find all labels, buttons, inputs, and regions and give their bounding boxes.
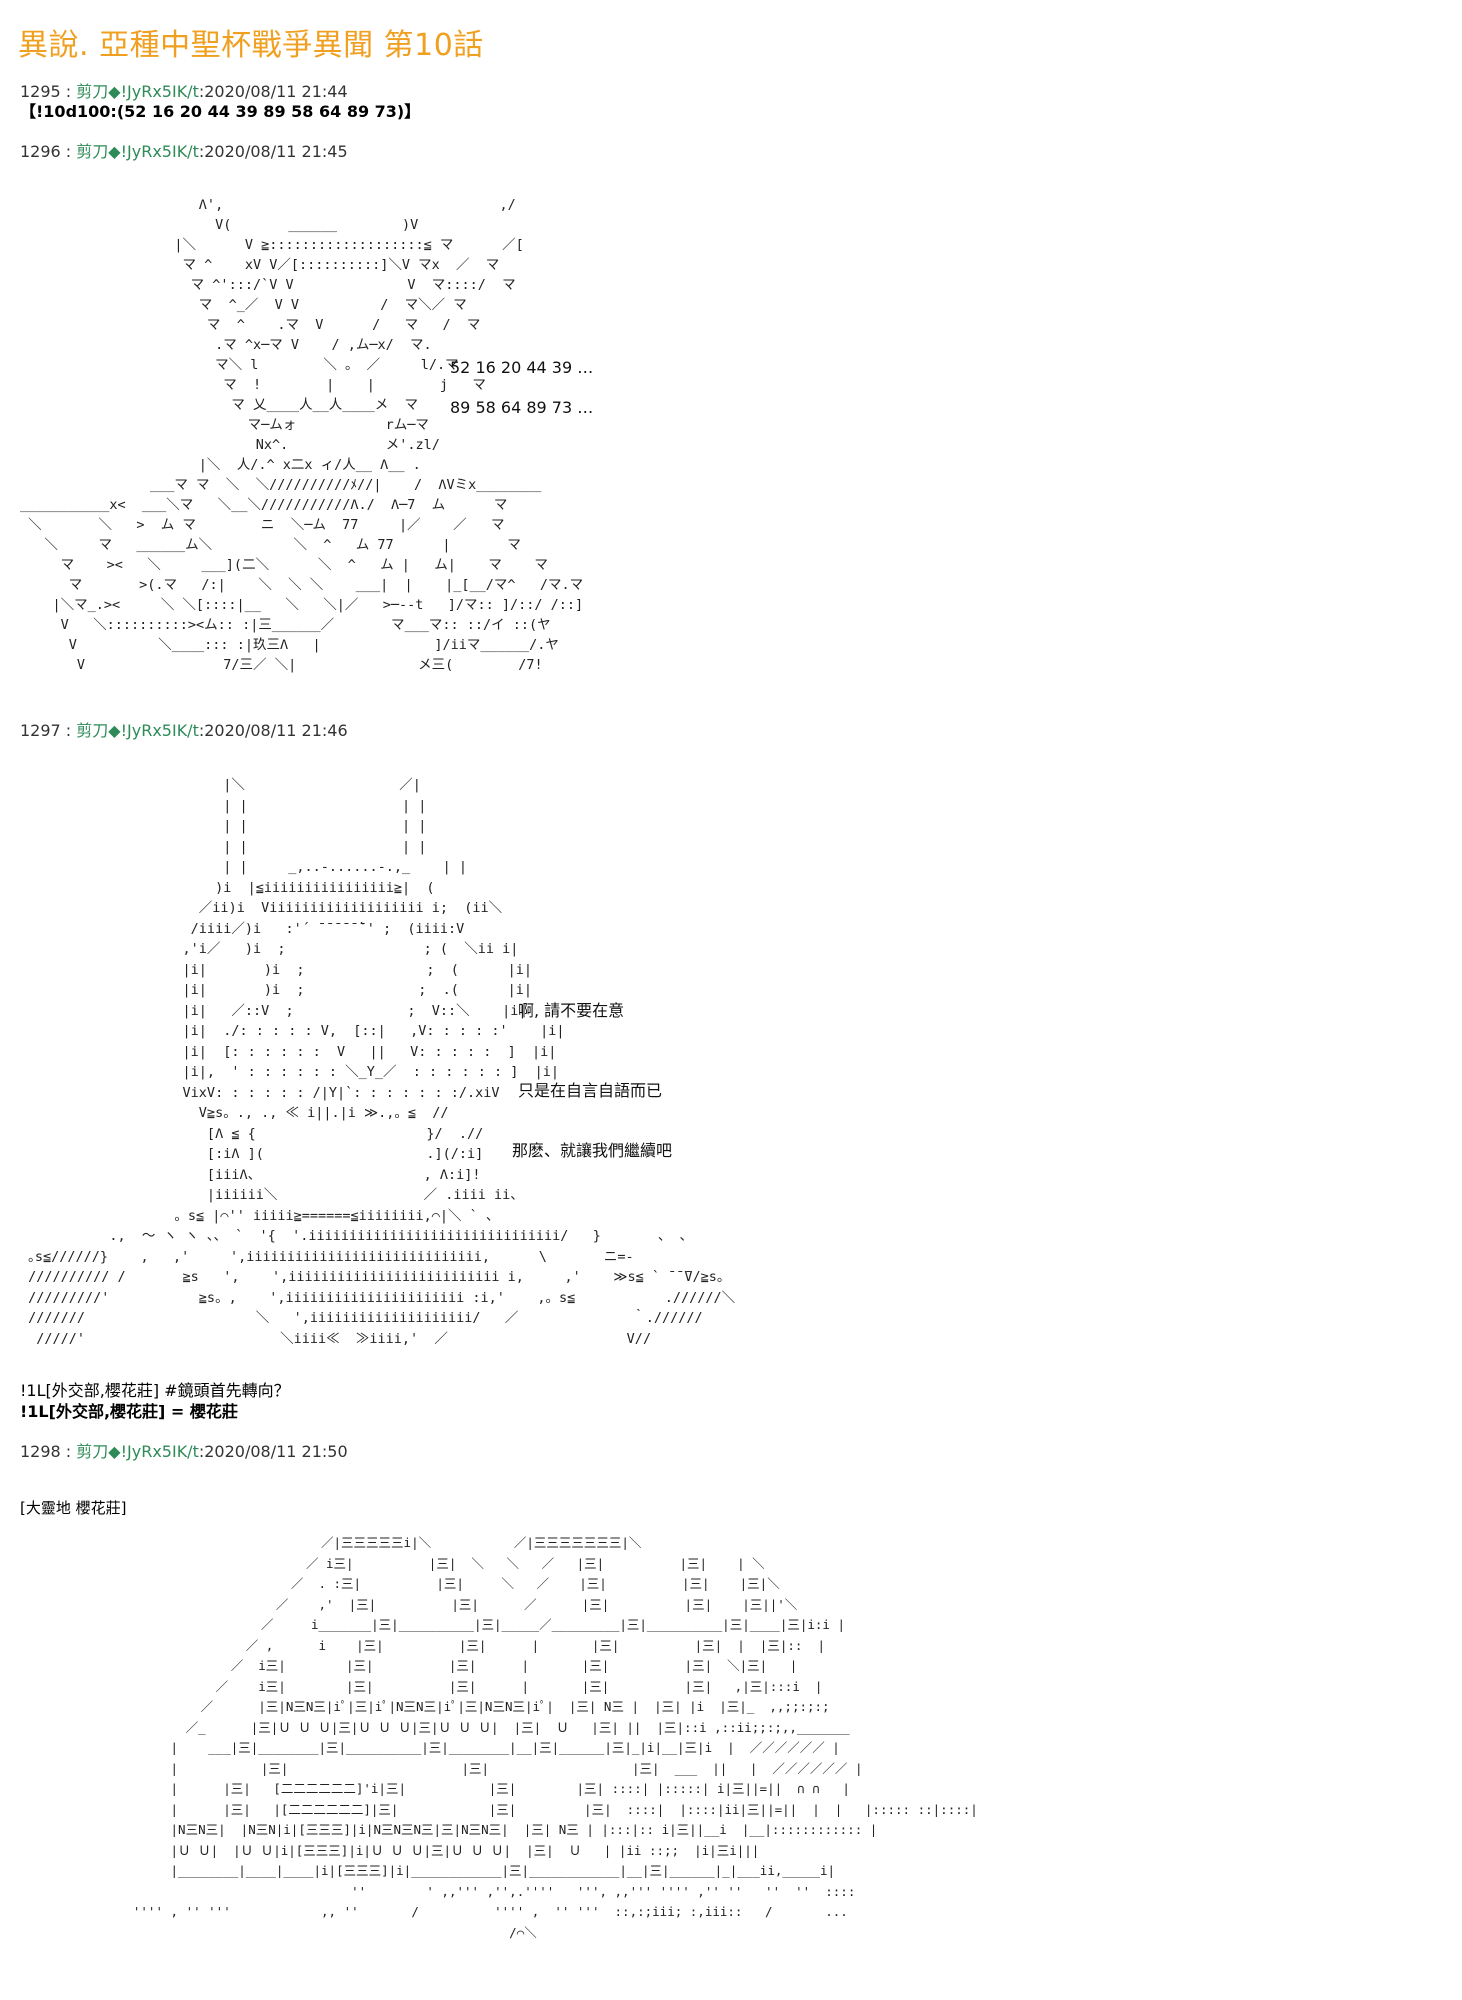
post-separator: : xyxy=(60,82,77,101)
post-separator: : xyxy=(60,1442,77,1461)
post-header-1296: 1296 : 剪刀◆!JyRx5IK/t:2020/08/11 21:45 xyxy=(20,138,348,162)
post-date: :2020/08/11 21:46 xyxy=(198,721,348,740)
post-number: 1297 xyxy=(20,721,61,740)
poster-trip: ◆!JyRx5IK/t xyxy=(108,721,199,740)
dice-values-row-2: 89 58 64 89 73 … xyxy=(450,398,594,417)
command-line-1: !1L[外交部,櫻花莊] #鏡頭首先轉向？ xyxy=(20,1381,290,1400)
poster-trip: ◆!JyRx5IK/t xyxy=(108,142,199,161)
poster-name[interactable]: 剪刀 xyxy=(76,1442,109,1461)
dice-roll-result: 【!10d100:(52 16 20 44 39 89 58 64 89 73)… xyxy=(20,102,421,121)
poster-trip: ◆!JyRx5IK/t xyxy=(108,82,199,101)
post-date: :2020/08/11 21:45 xyxy=(198,142,348,161)
dice-values-row-1: 52 16 20 44 39 … xyxy=(450,358,594,377)
post-separator: : xyxy=(60,142,77,161)
poster-trip: ◆!JyRx5IK/t xyxy=(108,1442,199,1461)
ascii-art-bunny-robot: Λ', ,/ V( ______ )V |＼ V ≧::::::::::::::… xyxy=(20,197,584,673)
post-date: :2020/08/11 21:44 xyxy=(198,82,348,101)
post-header-1298: 1298 : 剪刀◆!JyRx5IK/t:2020/08/11 21:50 xyxy=(20,1438,348,1462)
dialogue-line-1: 啊, 請不要在意 xyxy=(518,1001,625,1020)
page-title: 異說. 亞種中聖杯戰爭異聞 第10話 xyxy=(18,28,484,63)
post-header-1297: 1297 : 剪刀◆!JyRx5IK/t:2020/08/11 21:46 xyxy=(20,717,348,741)
command-line-2: !1L[外交部,櫻花莊] = 櫻花莊 xyxy=(20,1402,238,1421)
poster-name[interactable]: 剪刀 xyxy=(76,142,109,161)
location-tag: [大靈地 櫻花莊] xyxy=(20,1499,127,1517)
post-separator: : xyxy=(60,721,77,740)
post-number: 1296 xyxy=(20,142,61,161)
post-date: :2020/08/11 21:50 xyxy=(198,1442,348,1461)
dialogue-line-2: 只是在自言自語而已 xyxy=(518,1081,663,1100)
poster-name[interactable]: 剪刀 xyxy=(76,82,109,101)
post-number: 1295 xyxy=(20,82,61,101)
poster-name[interactable]: 剪刀 xyxy=(76,721,109,740)
dialogue-line-3: 那麽、就讓我們繼續吧 xyxy=(512,1141,673,1160)
ascii-art-hooded-figure: |＼ ／| | | | | | | | | | | | | xyxy=(28,777,736,1347)
ascii-art-sakura-manor: ／|三三三三三i|＼ ／|三三三三三三三|＼ ／ i三| |三| ＼ ＼ ／ |… xyxy=(132,1535,978,1940)
post-number: 1298 xyxy=(20,1442,61,1461)
post-header-1295: 1295 : 剪刀◆!JyRx5IK/t:2020/08/11 21:44 xyxy=(20,78,348,102)
